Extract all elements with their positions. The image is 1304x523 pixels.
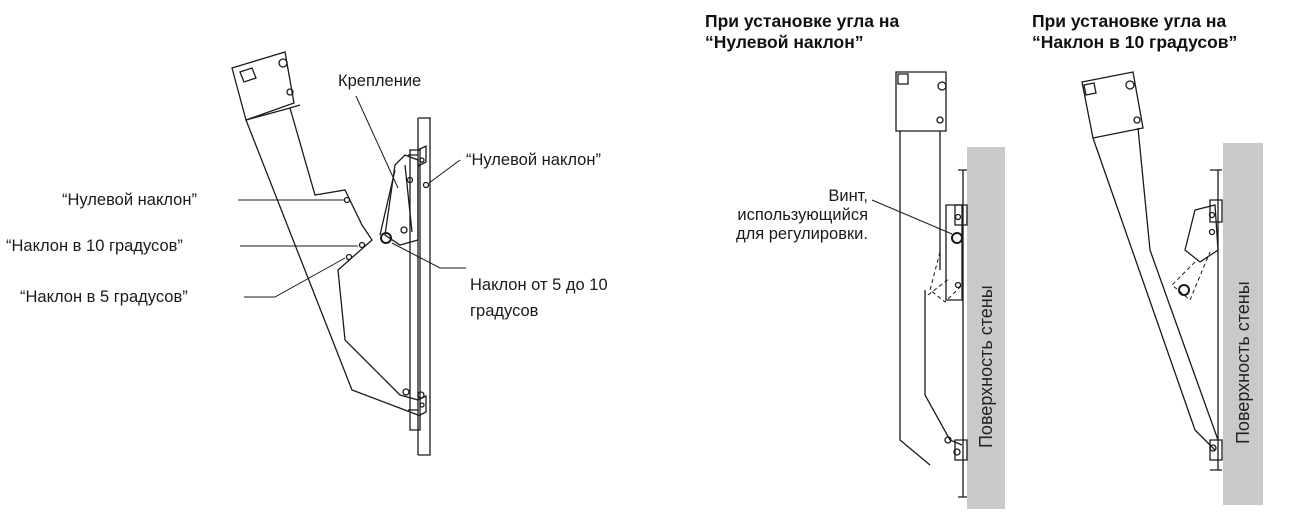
middle-header-line2: “Нулевой наклон” — [705, 32, 864, 52]
middle-screw-leader — [872, 200, 952, 234]
right-wall-label: Поверхность стены — [1233, 281, 1253, 444]
label-tilt-5-10-line2: градусов — [470, 302, 539, 320]
middle-header-line1: При установке угла на — [705, 11, 900, 31]
label-mount: Крепление — [338, 72, 422, 90]
label-tilt-5-10-line1: Наклон от 5 до 10 — [470, 276, 608, 294]
left-leader-lines — [238, 96, 466, 297]
middle-wall-surface — [967, 147, 1005, 509]
middle-wall-label: Поверхность стены — [976, 285, 996, 448]
middle-mount-drawing — [896, 72, 967, 497]
screw-label-line2: использующийся — [737, 206, 868, 224]
label-zero-tilt: “Нулевой наклон” — [62, 191, 197, 209]
right-header-line1: При установке угла на — [1032, 11, 1227, 31]
right-dashed-outline — [1172, 252, 1210, 300]
right-wall-surface — [1223, 143, 1263, 505]
right-header-line2: “Наклон в 10 градусов” — [1032, 32, 1238, 52]
screw-label: Винт, использующийся для регулировки. — [690, 187, 868, 244]
middle-header: При установке угла на “Нулевой наклон” — [705, 11, 899, 53]
left-mount-drawing — [232, 52, 430, 455]
label-zero-tilt-right: “Нулевой наклон” — [466, 151, 601, 169]
middle-dashed-outline — [928, 252, 962, 302]
right-header: При установке угла на “Наклон в 10 граду… — [1032, 11, 1237, 53]
screw-label-line1: Винт, — [828, 187, 868, 205]
label-tilt-5: “Наклон в 5 градусов” — [20, 288, 188, 306]
right-mount-drawing — [1082, 72, 1222, 470]
label-tilt-10: “Наклон в 10 градусов” — [6, 237, 183, 255]
screw-label-line3: для регулировки. — [735, 225, 868, 243]
